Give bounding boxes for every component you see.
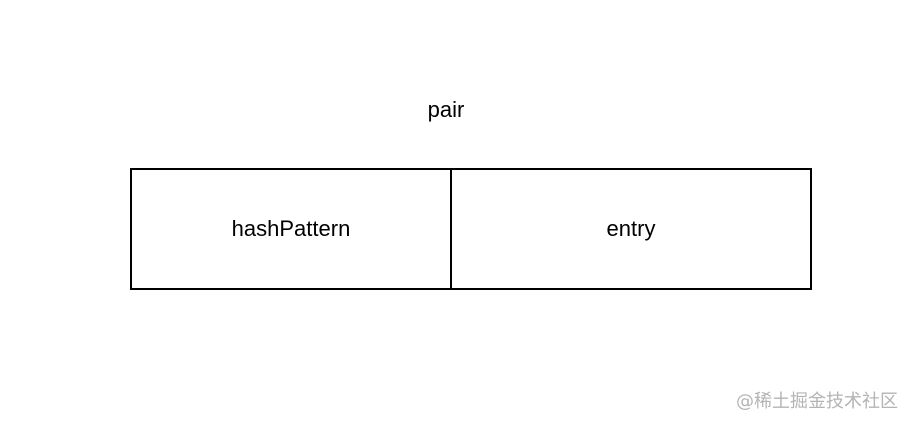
field-hashpattern: hashPattern [132, 170, 452, 288]
field-entry: entry [606, 216, 656, 241]
diagram-title: pair [427, 97, 465, 122]
pair-struct-box: hashPattern entry [130, 168, 812, 290]
watermark-text: @稀土掘金技术社区 [736, 391, 898, 412]
